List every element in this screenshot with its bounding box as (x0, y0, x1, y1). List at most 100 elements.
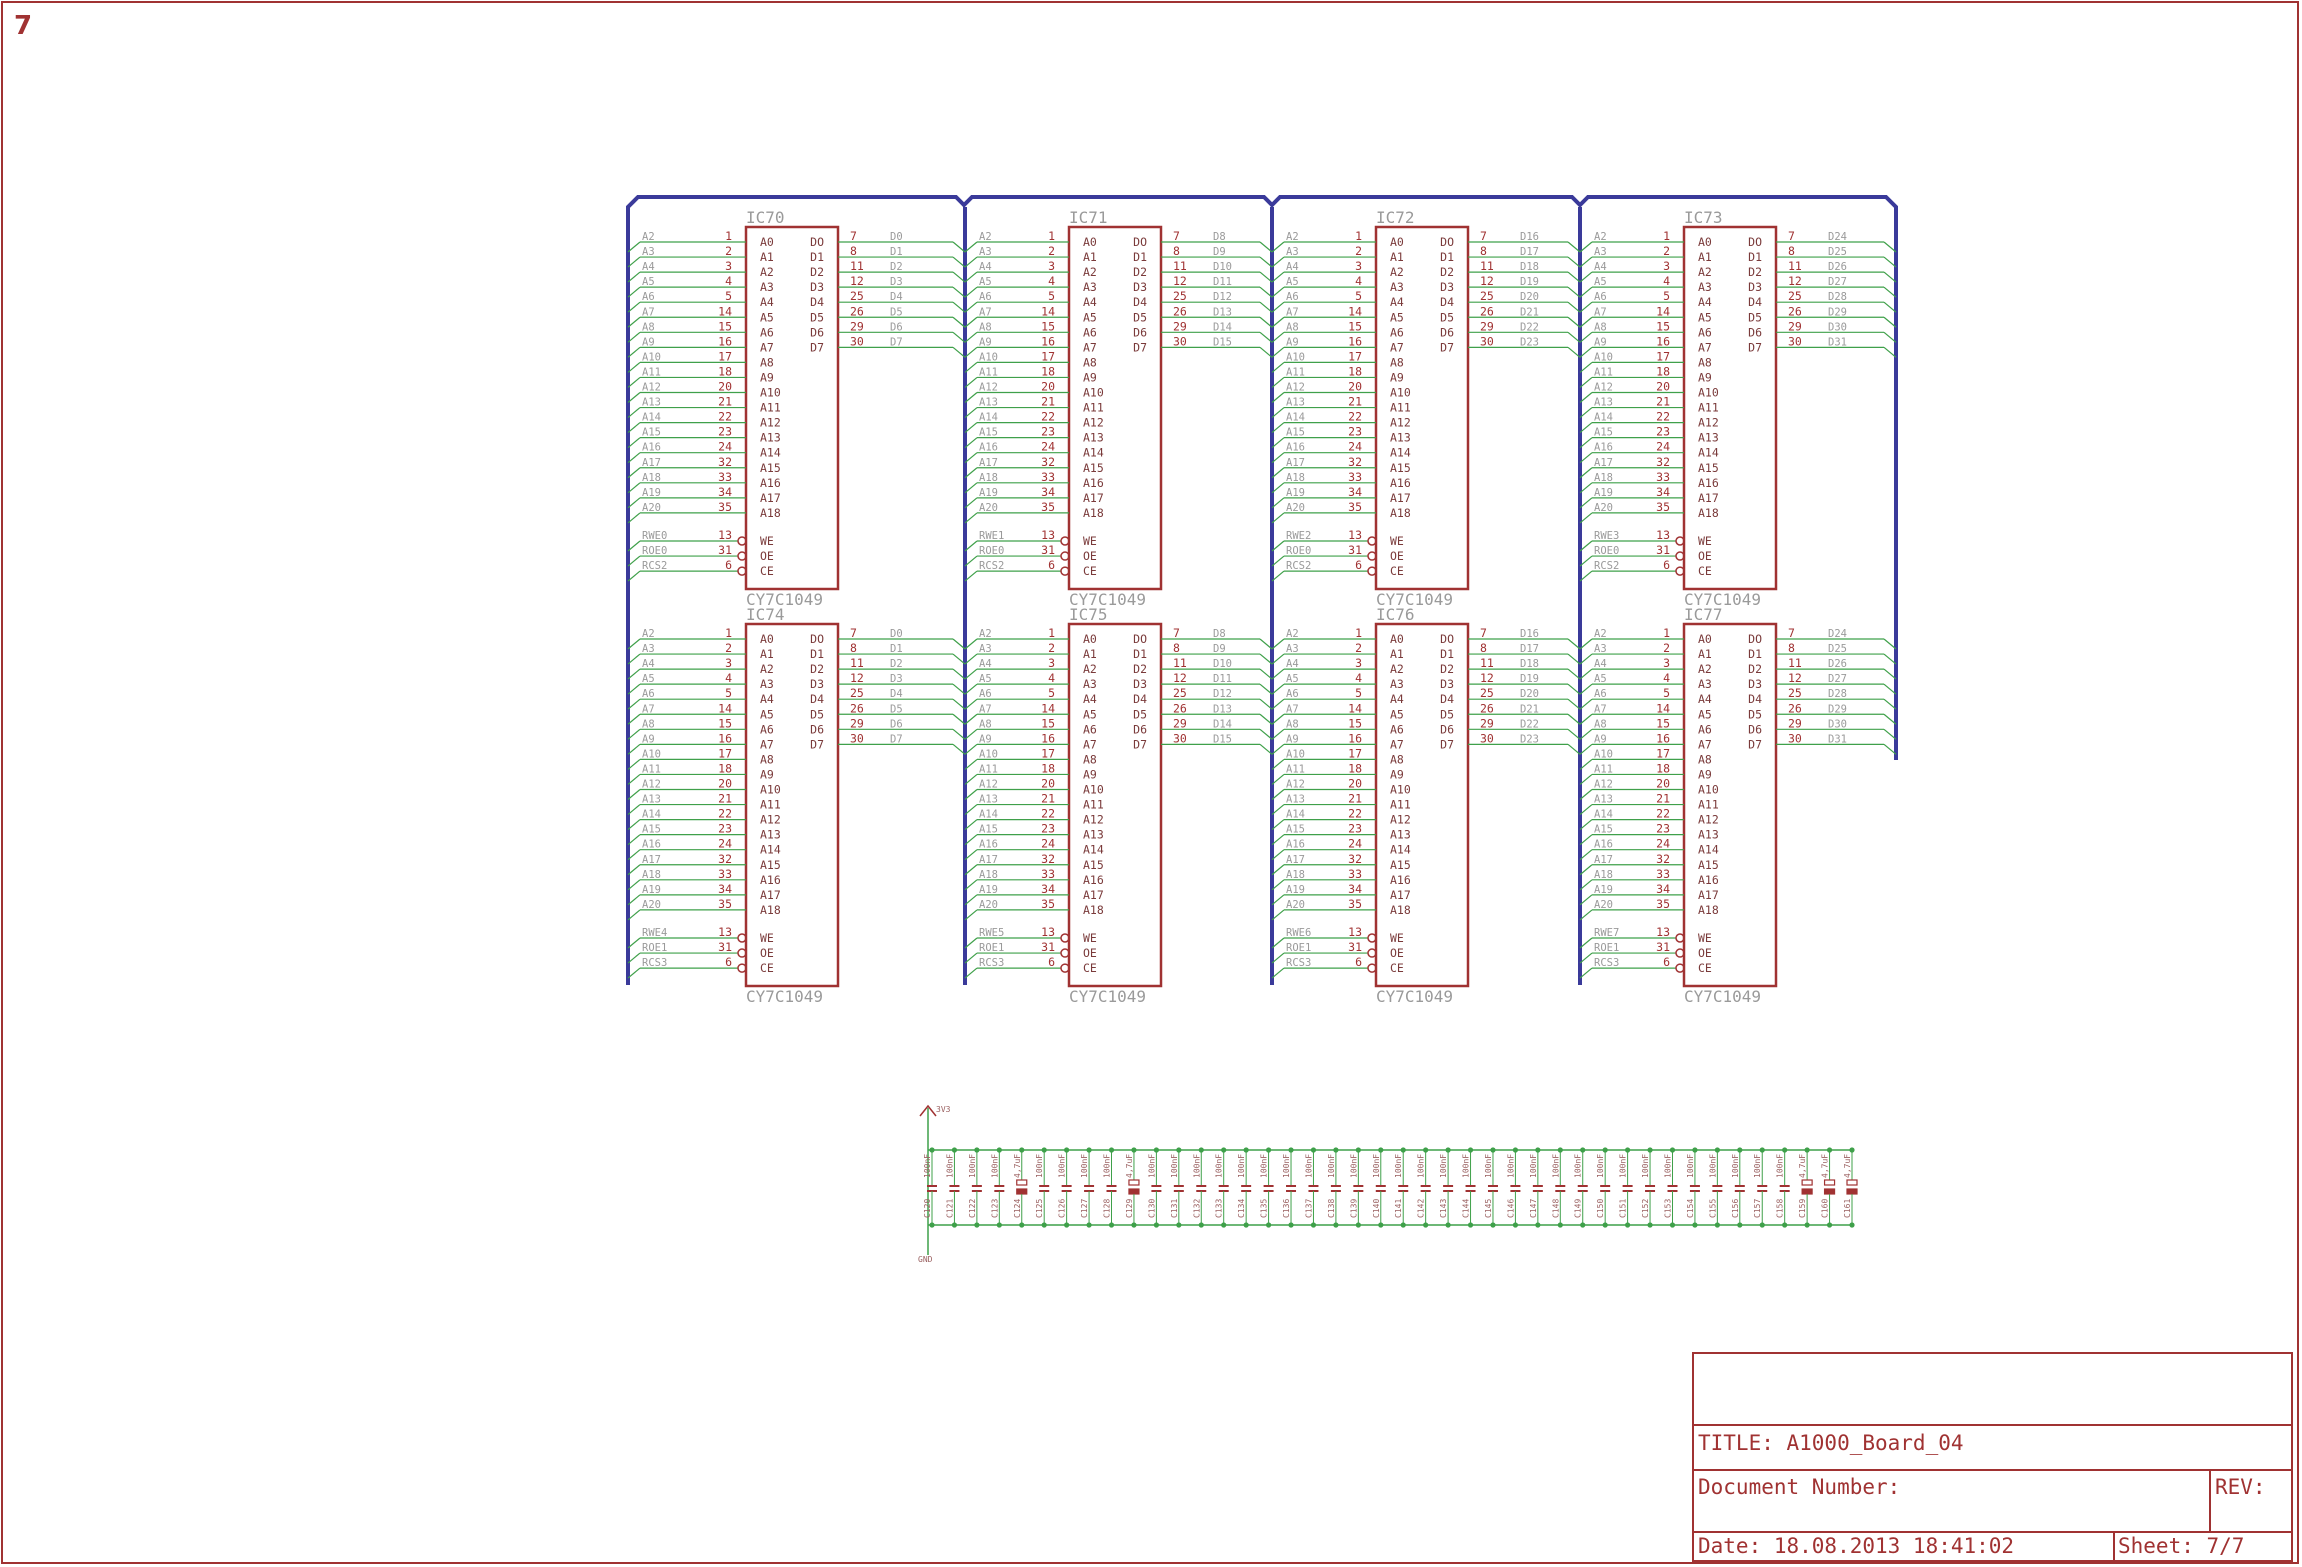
pin-name: D3 (1748, 677, 1762, 691)
pin-name: A2 (1083, 662, 1097, 676)
pin-name: D5 (1440, 707, 1454, 721)
pin-name: A7 (760, 737, 774, 751)
address-net-label: A19 (1594, 487, 1613, 499)
pin-name: A6 (1083, 325, 1097, 339)
address-net-label: A16 (1286, 442, 1305, 454)
pin-number: 15 (718, 319, 732, 333)
address-net-label: A2 (979, 628, 992, 640)
capacitor-name: C153 (1663, 1199, 1672, 1218)
address-net-label: A18 (979, 472, 998, 484)
pin-name: WE (760, 534, 774, 548)
pin-number: 15 (1348, 319, 1362, 333)
address-wire (964, 346, 978, 358)
address-wire (1579, 241, 1593, 253)
capacitor-value: 100nF (1103, 1154, 1112, 1178)
capacitor-value: 100nF (1304, 1154, 1313, 1178)
pin-number: 12 (850, 274, 864, 288)
address-wire (1579, 286, 1593, 298)
address-wire (1579, 773, 1593, 785)
address-net-label: A18 (979, 869, 998, 881)
address-net-label: A20 (1286, 899, 1305, 911)
pin-name: D5 (810, 707, 824, 721)
address-wire (1579, 653, 1593, 665)
pin-name: DO (1440, 235, 1454, 249)
address-wire (1271, 497, 1285, 509)
pin-name: A3 (1698, 280, 1712, 294)
pin-number: 31 (1656, 543, 1670, 557)
address-net-label: A17 (1286, 457, 1305, 469)
pin-number: 30 (1173, 731, 1187, 745)
address-wire (1271, 743, 1285, 755)
pin-name: A17 (760, 888, 781, 902)
ic-part: CY7C1049 (746, 987, 823, 1006)
pin-name: A2 (1083, 265, 1097, 279)
pin-number: 35 (1348, 500, 1362, 514)
pin-number: 15 (718, 716, 732, 730)
capacitor-value: 100nF (1058, 1154, 1067, 1178)
capacitor-value: 100nF (1731, 1154, 1740, 1178)
data-net-label: D30 (1828, 718, 1847, 730)
pin-number: 23 (1656, 822, 1670, 836)
pin-number: 5 (1048, 686, 1055, 700)
pin-name: A9 (1083, 767, 1097, 781)
control-wire (1579, 555, 1593, 567)
data-net-label: D11 (1213, 276, 1232, 288)
pin-name: A6 (1390, 325, 1404, 339)
pin-number: 23 (1348, 822, 1362, 836)
cap-plate (1128, 1188, 1140, 1195)
pin-name: A2 (760, 265, 774, 279)
address-wire (964, 331, 978, 343)
address-wire (627, 422, 641, 434)
pin-name: A0 (1698, 632, 1712, 646)
capacitor-name: C143 (1439, 1199, 1448, 1218)
capacitor-name: C126 (1058, 1199, 1067, 1218)
pin-name: D1 (810, 250, 824, 264)
data-net-label: D19 (1520, 276, 1539, 288)
control-net-label: RWE2 (1286, 530, 1311, 542)
pin-name: A18 (1390, 506, 1411, 520)
capacitor-name: C136 (1282, 1199, 1291, 1218)
pin-number: 1 (1663, 229, 1670, 243)
active-low-bubble (737, 963, 747, 973)
pin-name: A4 (1083, 295, 1097, 309)
address-net-label: A16 (979, 839, 998, 851)
ic-name: IC75 (1069, 605, 1108, 624)
address-net-label: A7 (642, 306, 655, 318)
pin-number: 33 (1656, 470, 1670, 484)
address-net-label: A17 (642, 457, 661, 469)
control-net-label: RWE5 (979, 927, 1004, 939)
pin-number: 25 (1173, 686, 1187, 700)
pin-name: A1 (1698, 250, 1712, 264)
pin-name: A9 (1390, 767, 1404, 781)
address-wire (1579, 392, 1593, 403)
address-wire (627, 864, 641, 876)
pin-name: A2 (1390, 265, 1404, 279)
data-net-label: D21 (1520, 306, 1539, 318)
control-wire (964, 555, 978, 567)
capacitor-name: C133 (1215, 1199, 1224, 1218)
pin-number: 13 (1348, 925, 1362, 939)
address-wire (1271, 638, 1285, 650)
control-wire (627, 937, 641, 949)
address-net-label: A13 (1286, 397, 1305, 409)
active-low-bubble (1060, 948, 1070, 958)
pin-number: 34 (1041, 882, 1055, 896)
pin-number: 35 (1348, 897, 1362, 911)
pin-name: D4 (1440, 295, 1454, 309)
pin-name: A16 (1698, 476, 1719, 490)
pin-name: WE (1698, 931, 1712, 945)
address-wire (1579, 361, 1593, 373)
pin-name: D3 (1748, 280, 1762, 294)
pin-number: 8 (1173, 641, 1180, 655)
pin-number: 22 (1348, 807, 1362, 821)
data-net-label: D6 (890, 321, 903, 333)
capacitor-value: 100nF (1349, 1154, 1358, 1178)
pin-number: 13 (1348, 528, 1362, 542)
pin-name: D7 (1133, 340, 1147, 354)
pin-number: 23 (1656, 425, 1670, 439)
pin-name: D1 (1133, 647, 1147, 661)
